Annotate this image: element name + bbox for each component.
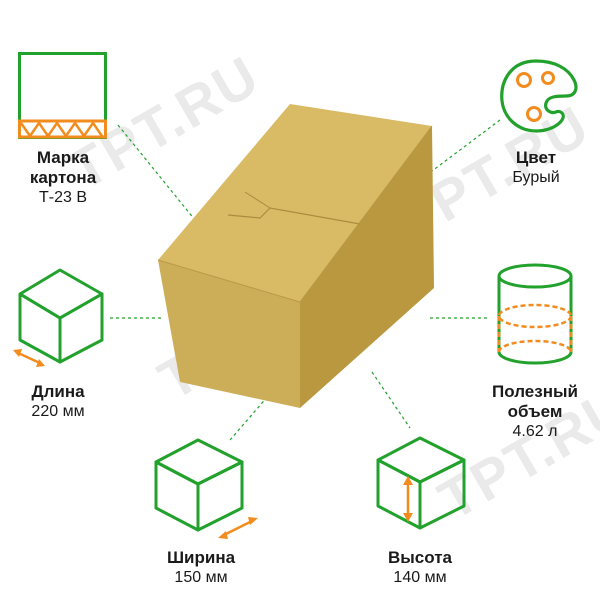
corrugated-board-icon (18, 52, 107, 139)
feature-title: картона (29, 168, 97, 187)
connector-height (371, 371, 411, 429)
feature-value: 140 мм (393, 569, 447, 586)
feature-value: 4.62 л (512, 423, 558, 440)
feature-title: Высота (388, 548, 452, 567)
feature-title: Ширина (166, 548, 236, 567)
cube-height-icon (376, 436, 466, 530)
cube-width-icon (154, 438, 258, 539)
feature-title: объем (507, 402, 563, 421)
connector-brand (117, 124, 196, 221)
cube-length-icon (13, 268, 104, 367)
feature-title: Цвет (515, 148, 557, 167)
feature-value: 150 мм (174, 569, 228, 586)
feature-title: Марка (36, 148, 90, 167)
cardboard-box-image (157, 104, 434, 408)
connector-color (419, 119, 501, 181)
feature-title: Полезный (492, 382, 578, 401)
cylinder-volume-icon (497, 263, 573, 365)
feature-value: Т-23 В (38, 189, 87, 206)
feature-value: 220 мм (31, 403, 85, 420)
palette-icon (500, 59, 578, 133)
feature-title: Длина (31, 382, 85, 401)
feature-value: Бурый (512, 169, 560, 186)
